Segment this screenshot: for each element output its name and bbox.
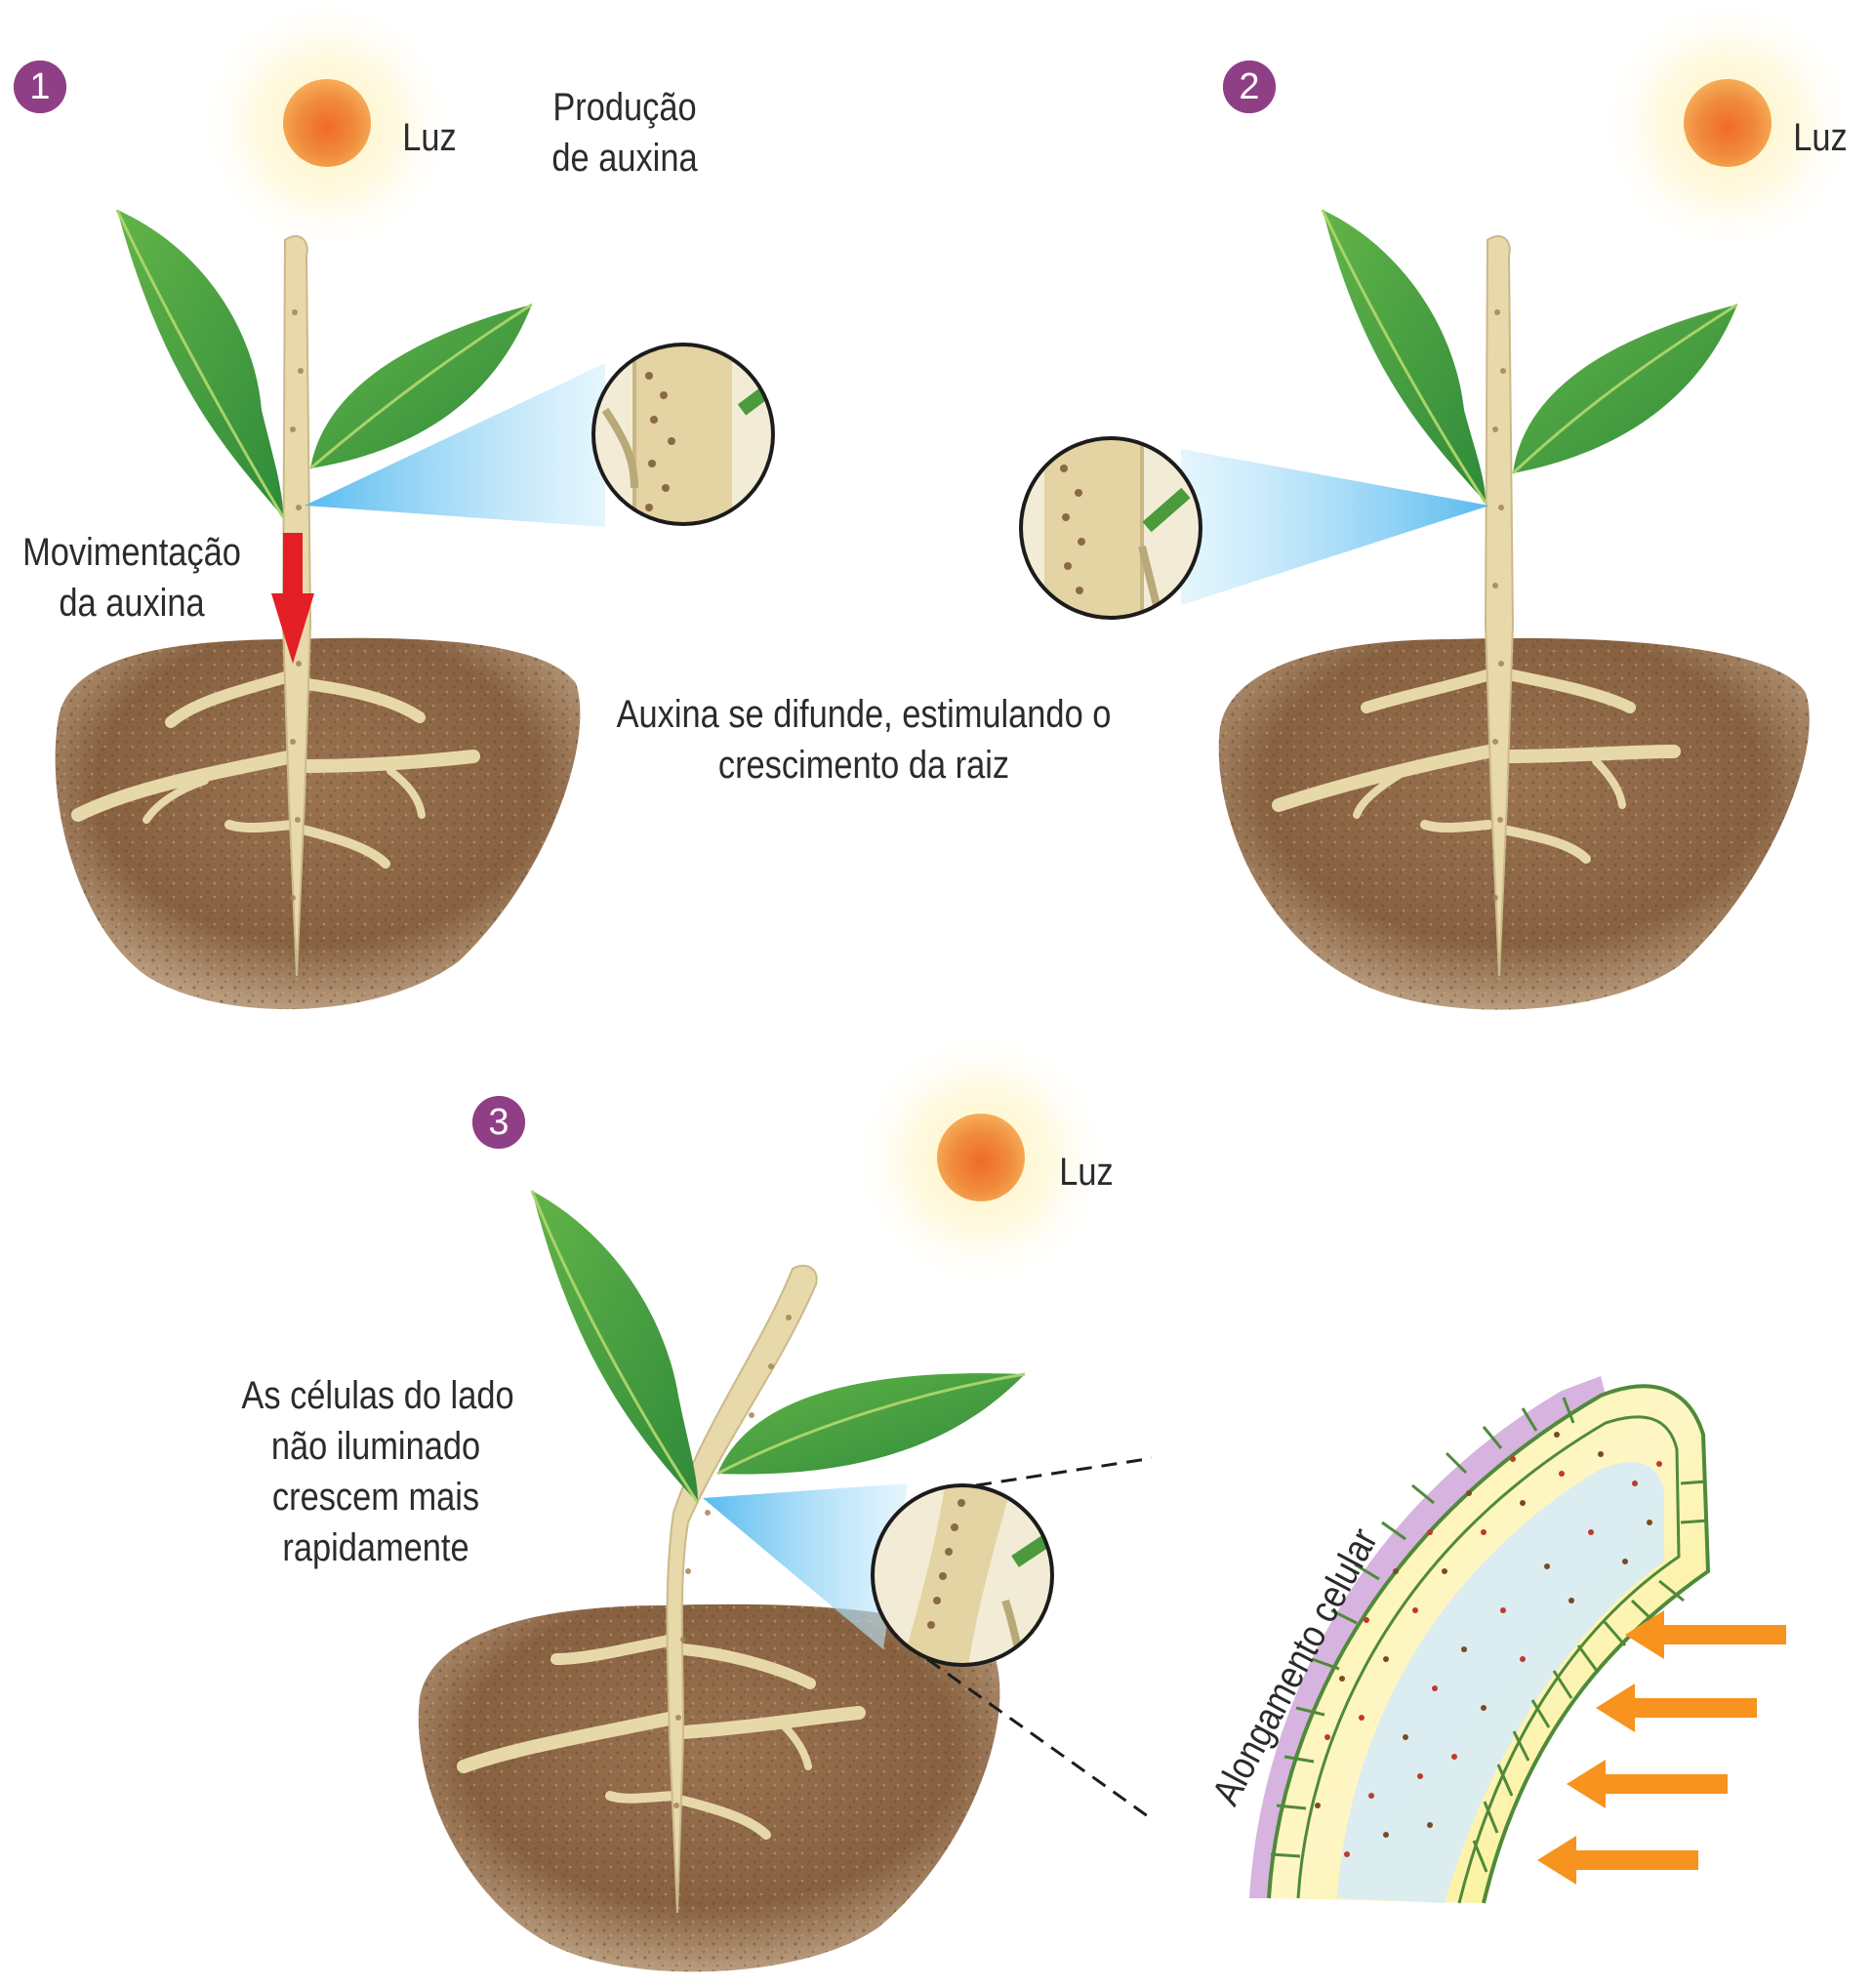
down-arrow-icon: [271, 533, 314, 664]
auxin-dots: [1315, 1432, 1662, 1857]
inner-cell-layer: [1296, 1415, 1681, 1904]
unlit-side-line-3: crescem mais: [271, 1476, 480, 1519]
auxin-diffuses-line-1: Auxina se difunde, estimulando o: [616, 693, 1112, 736]
leaf-icon: [1321, 209, 1487, 504]
leaf-icon: [115, 209, 285, 518]
light-arrow-icon: [1596, 1684, 1757, 1732]
leaf-icon: [716, 1372, 1026, 1476]
panel-1: [14, 0, 775, 1010]
step-number-2: 2: [1223, 61, 1276, 113]
auxin-production-line-1: Produção: [552, 86, 697, 129]
stem: [1484, 235, 1515, 977]
light-label-3: Luz: [1059, 1151, 1114, 1194]
sun-icon: [1596, 0, 1859, 257]
step-number-3: 3: [472, 1096, 525, 1149]
light-arrows: [1537, 1610, 1786, 1885]
cell-walls: [1270, 1397, 1709, 1873]
light-arrow-icon: [1537, 1836, 1698, 1885]
stem: [666, 1264, 818, 1914]
leaf-icon: [530, 1190, 700, 1504]
auxin-movement-line-2: da auxina: [59, 582, 205, 625]
sun-icon: [195, 0, 459, 257]
unlit-side-line-2: não iluminado: [270, 1425, 481, 1468]
roots: [457, 1634, 866, 1840]
magnifier-icon: [1019, 436, 1202, 620]
zoom-beam: [1181, 449, 1489, 605]
panel-2: [1019, 0, 1859, 1010]
light-label-2: Luz: [1793, 116, 1848, 159]
step-number-1: 1: [14, 61, 66, 113]
light-arrow-icon: [1567, 1760, 1728, 1808]
auxin-production-line-2: de auxina: [551, 137, 698, 180]
unlit-side-line-1: As células do lado: [241, 1374, 514, 1417]
magnifier-icon: [591, 343, 775, 526]
stem-dots: [1492, 309, 1506, 901]
zoom-beam: [703, 1483, 908, 1649]
outer-cell-layer: [1267, 1384, 1711, 1904]
sun-icon: [849, 1028, 1113, 1291]
zoom-beam: [305, 363, 605, 527]
leaf-icon: [309, 303, 533, 470]
light-arrow-icon: [1625, 1610, 1786, 1659]
roots: [1272, 668, 1681, 864]
soil-mound: [1218, 637, 1810, 1010]
auxin-movement-line-1: Movimentação: [22, 531, 241, 574]
soil-mound: [418, 1603, 1000, 1972]
tissue-center: [1337, 1462, 1664, 1903]
roots: [71, 668, 480, 869]
soil-mound: [55, 637, 581, 1010]
unlit-side-line-4: rapidamente: [282, 1526, 469, 1569]
auxin-diffuses-line-2: crescimento da raiz: [717, 744, 1010, 787]
light-label-1: Luz: [402, 116, 457, 159]
leaf-icon: [1511, 303, 1738, 475]
